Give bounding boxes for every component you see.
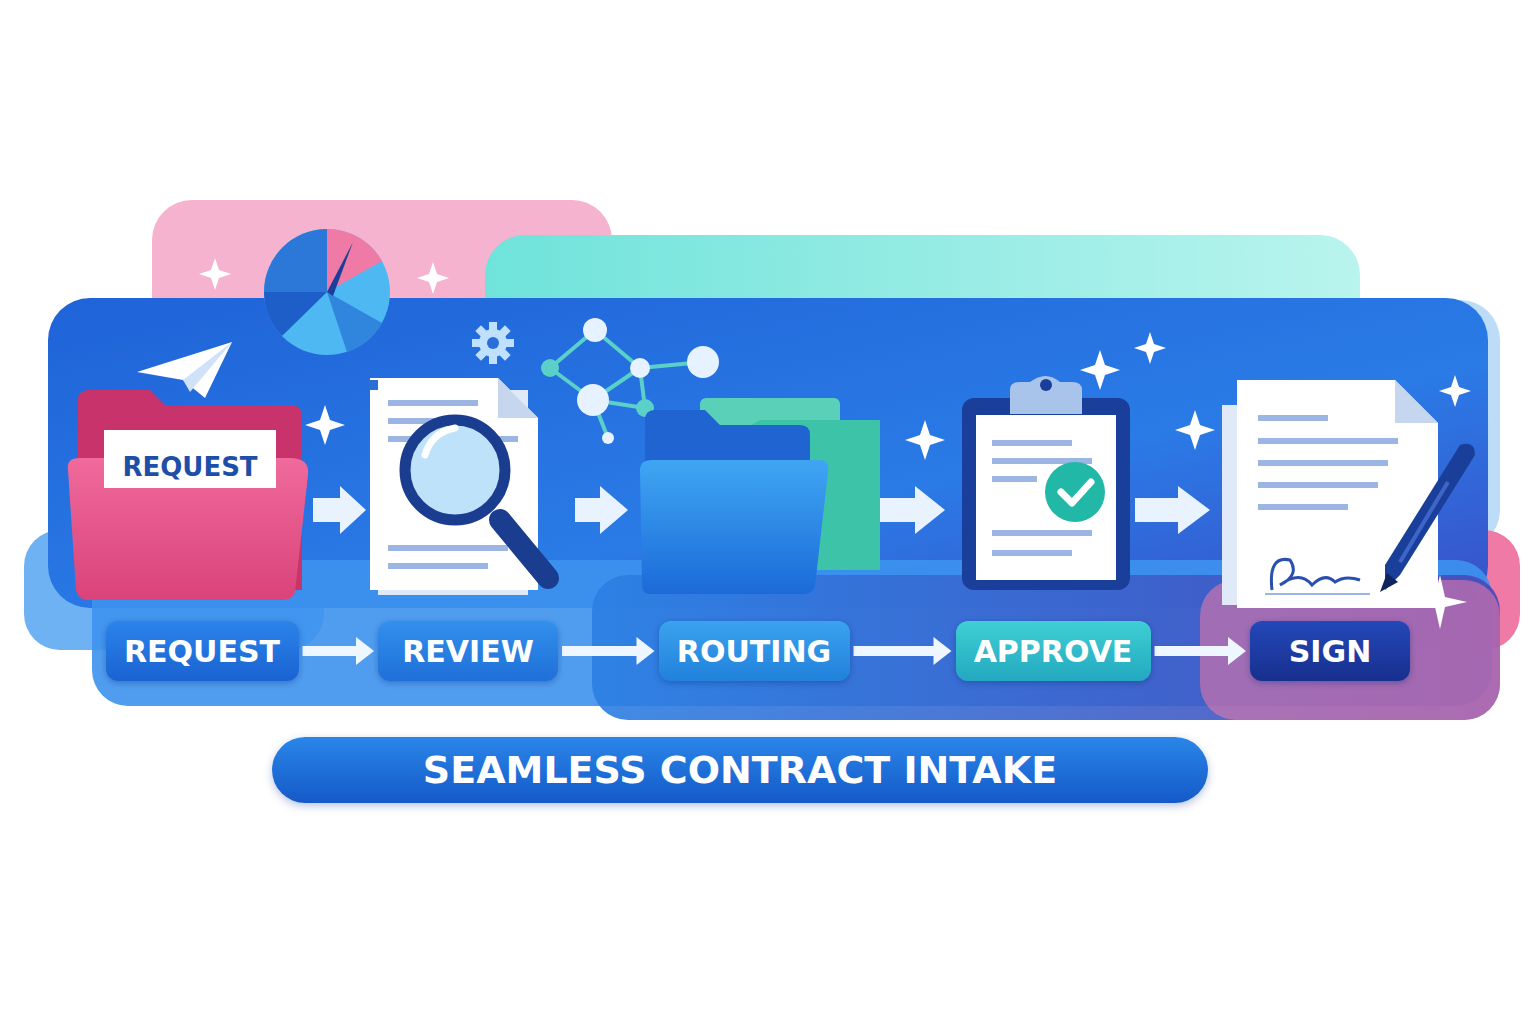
drawing-circle bbox=[405, 420, 505, 520]
drawing-path bbox=[425, 428, 455, 455]
drawing-path bbox=[327, 292, 382, 352]
drawing-path bbox=[199, 258, 231, 290]
step-pill: ROUTING bbox=[659, 621, 850, 681]
drawing-rect bbox=[976, 415, 1116, 580]
drawing-path bbox=[1061, 482, 1091, 503]
drawing-rect bbox=[992, 476, 1037, 482]
arrow-head bbox=[1228, 637, 1246, 665]
drawing-circle bbox=[630, 358, 650, 378]
drawing-rect bbox=[388, 400, 478, 406]
drawing-circle bbox=[687, 346, 719, 378]
drawing-path bbox=[498, 378, 538, 418]
drawing-path bbox=[1380, 573, 1398, 592]
drawing-rect bbox=[1258, 438, 1398, 444]
drawing-line bbox=[1265, 593, 1370, 595]
drawing-path bbox=[137, 342, 232, 398]
step-label: REVIEW bbox=[402, 634, 534, 669]
step-label: ROUTING bbox=[677, 634, 831, 669]
drawing-path bbox=[1385, 444, 1475, 590]
drawing-rect bbox=[48, 298, 1488, 608]
step-label: REQUEST bbox=[124, 634, 280, 669]
drawing-rect bbox=[992, 550, 1072, 556]
drawing-rect bbox=[1258, 504, 1348, 510]
drawing-path bbox=[1080, 350, 1120, 390]
drawing-g bbox=[199, 258, 1471, 629]
drawing-rect bbox=[962, 398, 1130, 590]
drawing-circle bbox=[583, 318, 607, 342]
arrow-shaft bbox=[562, 646, 639, 656]
drawing-path bbox=[1439, 375, 1471, 407]
flow-arrow bbox=[562, 637, 655, 665]
drawing-circle bbox=[541, 359, 559, 377]
drawing-rect bbox=[992, 530, 1092, 536]
drawing-rect bbox=[1258, 460, 1388, 466]
drawing-path bbox=[905, 420, 945, 460]
drawing-rect bbox=[475, 325, 510, 360]
flow-arrow bbox=[854, 637, 952, 665]
step-pill: REVIEW bbox=[378, 621, 558, 681]
drawing-g bbox=[388, 400, 518, 569]
drawing-path bbox=[264, 292, 327, 336]
drawing-path bbox=[575, 486, 628, 534]
drawing-circle bbox=[264, 229, 390, 355]
title-text: SEAMLESS CONTRACT INTAKE bbox=[423, 748, 1057, 792]
drawing-path bbox=[305, 405, 345, 445]
arrow-head bbox=[934, 637, 952, 665]
drawing-g bbox=[992, 440, 1092, 556]
drawing-path bbox=[880, 486, 945, 534]
step-pill: SIGN bbox=[1250, 621, 1410, 681]
drawing-path bbox=[1134, 332, 1166, 364]
drawing-path bbox=[1237, 380, 1438, 608]
drawing-rect bbox=[1258, 482, 1378, 488]
drawing-circle bbox=[1045, 462, 1105, 522]
step-label: SIGN bbox=[1289, 634, 1372, 669]
drawing-path bbox=[183, 342, 232, 392]
drawing-circle bbox=[577, 384, 609, 416]
folder-label: REQUEST bbox=[122, 452, 257, 482]
drawing-rect bbox=[368, 380, 378, 390]
drawing-rect bbox=[992, 440, 1072, 446]
arrow-shaft bbox=[303, 646, 359, 656]
flow-arrow bbox=[1155, 637, 1247, 665]
drawing-g bbox=[264, 229, 390, 355]
step-label: APPROVE bbox=[974, 634, 1133, 669]
drawing-path bbox=[1010, 376, 1082, 414]
drawing-path bbox=[370, 378, 538, 590]
drawing-path bbox=[1400, 482, 1448, 562]
drawing-path bbox=[1395, 380, 1438, 423]
drawing-rect bbox=[475, 325, 510, 360]
arrow-shaft bbox=[1155, 646, 1231, 656]
drawing-line bbox=[500, 520, 548, 578]
title-banner: SEAMLESS CONTRACT INTAKE bbox=[272, 737, 1208, 803]
arrow-shaft bbox=[854, 646, 936, 656]
drawing-rect bbox=[1258, 415, 1328, 421]
step-pill: REQUEST bbox=[106, 621, 299, 681]
drawing-g bbox=[472, 322, 514, 364]
drawing-rect bbox=[104, 430, 276, 488]
flow-arrow bbox=[303, 637, 375, 665]
drawing-path bbox=[1135, 486, 1210, 534]
arrow-head bbox=[356, 637, 374, 665]
drawing-path bbox=[417, 262, 449, 294]
drawing-path bbox=[1271, 559, 1360, 590]
drawing-path bbox=[1175, 410, 1215, 450]
drawing-path bbox=[264, 229, 327, 292]
drawing-path bbox=[640, 460, 828, 594]
arrow-head bbox=[637, 637, 655, 665]
drawing-circle bbox=[602, 432, 614, 444]
drawing-circle bbox=[1040, 379, 1052, 391]
drawing-rect bbox=[388, 545, 508, 551]
drawing-g bbox=[472, 322, 514, 364]
drawing-g bbox=[1258, 415, 1398, 510]
drawing-path bbox=[313, 486, 366, 534]
drawing-rect bbox=[388, 563, 488, 569]
drawing-path bbox=[327, 242, 353, 296]
step-pill: APPROVE bbox=[956, 621, 1151, 681]
drawing-circle bbox=[487, 337, 499, 349]
